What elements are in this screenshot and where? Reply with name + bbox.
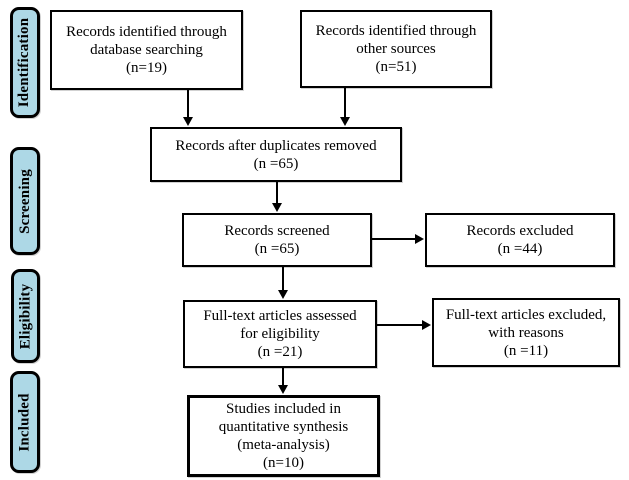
box-records-screened: Records screened (n =65) — [182, 213, 372, 267]
box-records-identified-other-sources: Records identified through other sources… — [300, 10, 492, 88]
arrowhead-down-icon — [278, 385, 288, 394]
arrowhead-down-icon — [340, 117, 350, 126]
box-records-excluded-text: Records excluded (n =44) — [466, 223, 574, 257]
arrow-database-to-duplicates — [183, 90, 193, 126]
stage-included: Included — [10, 371, 40, 473]
box-fulltext-excluded: Full-text articles excluded, with reason… — [432, 298, 620, 367]
arrowhead-right-icon — [415, 234, 424, 244]
box-studies-included: Studies included in quantitative synthes… — [187, 395, 380, 477]
arrowhead-down-icon — [272, 203, 282, 212]
arrow-screened-to-excluded — [372, 234, 424, 244]
stage-eligibility-label: Eligibility — [17, 283, 33, 349]
stage-eligibility: Eligibility — [11, 269, 40, 363]
box-records-identified-database-text: Records identified through database sear… — [66, 24, 227, 76]
stage-screening: Screening — [10, 147, 40, 255]
arrow-other-sources-to-duplicates — [340, 88, 350, 126]
stage-identification-label: Identification — [16, 17, 33, 108]
box-studies-included-text: Studies included in quantitative synthes… — [218, 401, 349, 471]
box-records-screened-text: Records screened (n =65) — [224, 223, 330, 257]
box-records-identified-database: Records identified through database sear… — [50, 10, 243, 90]
stage-screening-label: Screening — [16, 168, 33, 234]
arrow-fulltext-to-studies-included — [278, 368, 288, 394]
arrowhead-down-icon — [278, 290, 288, 299]
box-fulltext-assessed: Full-text articles assessed for eligibil… — [183, 300, 377, 368]
arrow-duplicates-to-screened — [272, 182, 282, 212]
arrow-screened-to-fulltext — [278, 267, 288, 299]
arrow-fulltext-to-fulltext-excluded — [377, 320, 431, 330]
box-records-after-duplicates-removed: Records after duplicates removed (n =65) — [150, 127, 402, 182]
stage-identification: Identification — [10, 7, 40, 118]
arrowhead-down-icon — [183, 117, 193, 126]
box-fulltext-excluded-text: Full-text articles excluded, with reason… — [445, 306, 607, 359]
stage-included-label: Included — [16, 392, 33, 452]
box-records-excluded: Records excluded (n =44) — [425, 213, 615, 267]
box-records-after-duplicates-removed-text: Records after duplicates removed (n =65) — [175, 137, 377, 172]
box-records-identified-other-sources-text: Records identified through other sources… — [315, 23, 477, 75]
box-fulltext-assessed-text: Full-text articles assessed for eligibil… — [203, 308, 357, 360]
arrowhead-right-icon — [422, 320, 431, 330]
